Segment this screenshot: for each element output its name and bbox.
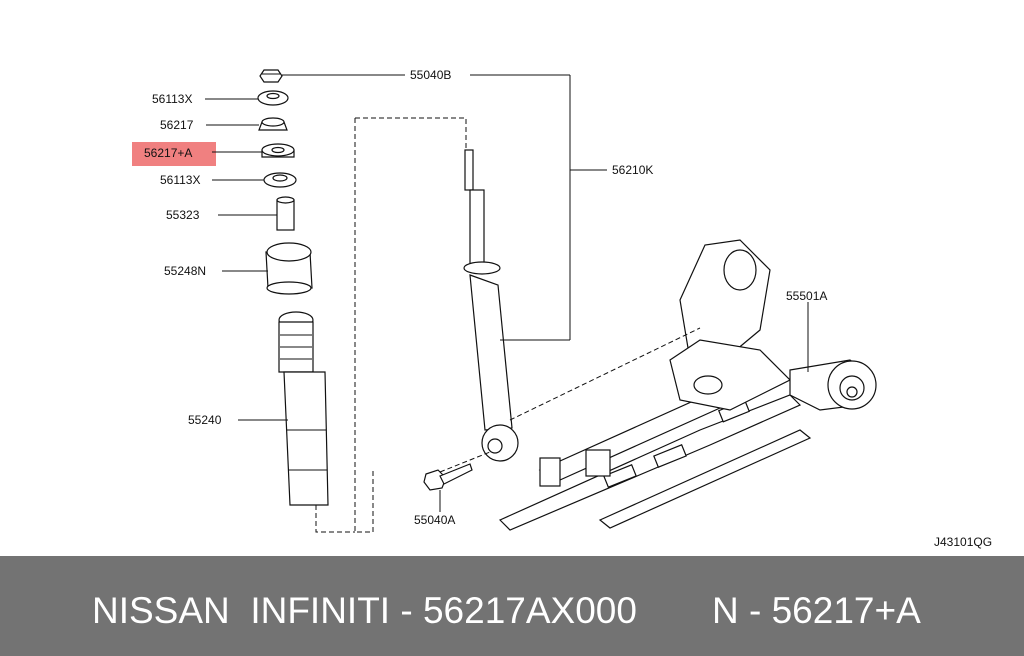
- mount-55248n: [265, 242, 313, 295]
- guide-dashed-5: [439, 451, 491, 473]
- bushing-56217: [258, 117, 288, 131]
- axle-beam-55501a: [498, 239, 877, 531]
- guide-dashed-1: [355, 117, 467, 150]
- callout-55040a: 55040A: [414, 513, 455, 527]
- callout-55323: 55323: [166, 208, 200, 222]
- highlight-box: [132, 142, 216, 166]
- callout-56217: 56217: [160, 118, 194, 132]
- callout-55040b: 55040B: [410, 68, 451, 82]
- nut-55040b: [259, 69, 283, 83]
- footer-bar: NISSAN INFINITI - 56217AX000 N - 56217+A: [0, 556, 1024, 656]
- guide-dashed-3: [315, 505, 355, 533]
- sleeve-55323: [276, 196, 295, 231]
- callout-55501a: 55501A: [786, 289, 827, 303]
- callout-56217a: 56217+A: [144, 146, 192, 160]
- washer-56113x-top: [257, 90, 289, 106]
- callout-56113x-bottom: 56113X: [160, 173, 200, 187]
- footer-callout-number: N - 56217+A: [712, 590, 921, 631]
- callout-56210k: 56210K: [612, 163, 653, 177]
- shock-absorber-56210k: [463, 149, 519, 462]
- callout-56113x-top: 56113X: [152, 92, 192, 106]
- guide-dashed-4: [509, 327, 701, 421]
- callout-55248n: 55248N: [164, 264, 206, 278]
- footer-part-number: NISSAN INFINITI - 56217AX000: [92, 590, 637, 631]
- washer-56113x-bottom: [263, 172, 297, 188]
- bushing-56217a: [261, 143, 295, 158]
- drawing-code: J43101QG: [934, 535, 992, 549]
- bolt-55040a: [423, 463, 473, 491]
- guide-dashed-2: [354, 118, 374, 533]
- parts-diagram: 55040B 56113X 56217 56217+A 56113X 55323…: [132, 68, 992, 549]
- boot-55240: [278, 311, 329, 506]
- callout-55240: 55240: [188, 413, 222, 427]
